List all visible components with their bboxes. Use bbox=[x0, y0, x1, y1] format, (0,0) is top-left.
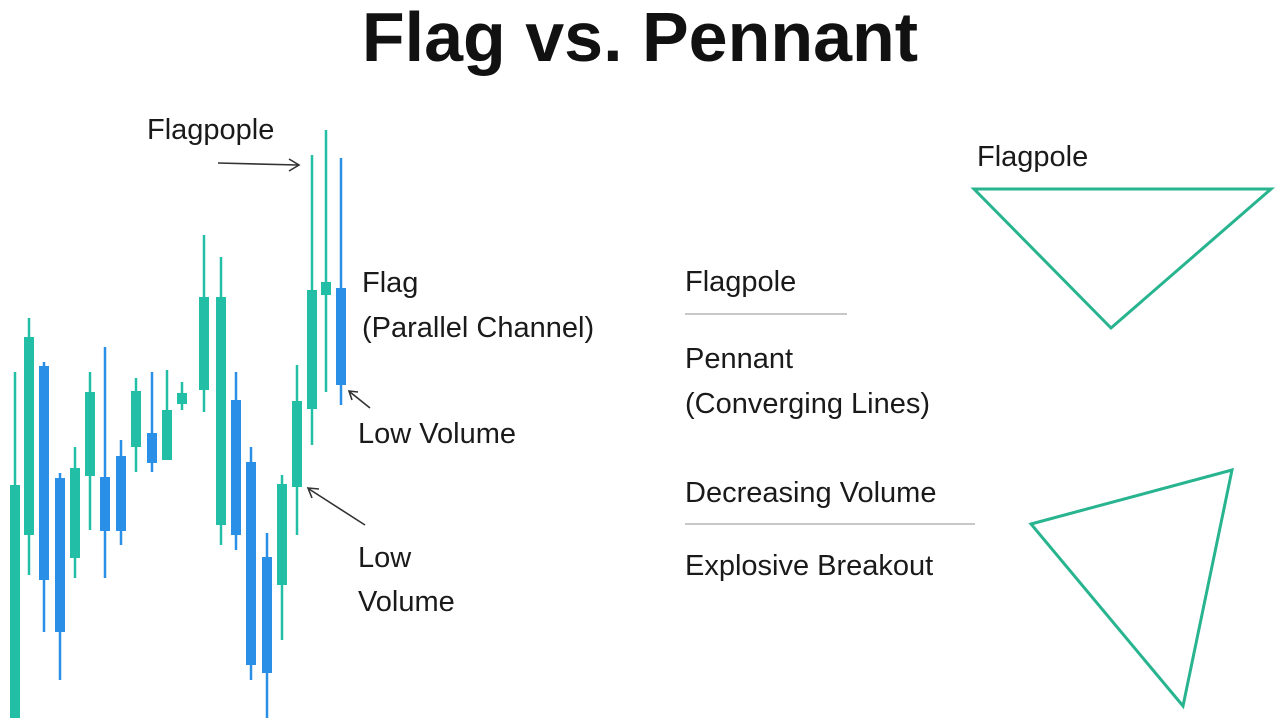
flag-label: Flag bbox=[362, 267, 419, 299]
candle-body-9 bbox=[131, 391, 141, 447]
flagpole-outline-triangle bbox=[970, 187, 1276, 331]
candles-group bbox=[10, 130, 346, 718]
candle-body-4 bbox=[55, 478, 65, 632]
divider-decreasing-volume bbox=[685, 523, 975, 525]
flagpople-arrowhead bbox=[288, 158, 301, 172]
pennant-outline-triangle bbox=[1028, 467, 1234, 710]
page-title: Flag vs. Pennant bbox=[361, 0, 919, 76]
divider-flagpole bbox=[685, 313, 847, 315]
decreasing-volume-label: Decreasing Volume bbox=[685, 477, 937, 509]
candle-body-15 bbox=[231, 400, 241, 535]
candle-body-16 bbox=[246, 462, 256, 665]
candle-body-11 bbox=[162, 410, 172, 460]
low-volume-bottom-arrowhead bbox=[306, 487, 320, 499]
candle-body-8 bbox=[116, 456, 126, 531]
candle-body-6 bbox=[85, 392, 95, 476]
candle-body-21 bbox=[321, 282, 331, 295]
middle-flagpole-label: Flagpole bbox=[685, 266, 797, 298]
low-volume-label-line1: Low bbox=[358, 542, 412, 574]
right-flagpole-label: Flagpole bbox=[977, 141, 1089, 173]
low-volume-bottom-arrow bbox=[308, 488, 366, 526]
low-volume-top-arrow bbox=[349, 391, 371, 409]
candle-body-10 bbox=[147, 433, 157, 463]
candle-body-5 bbox=[70, 468, 80, 558]
parallel-channel-label: (Parallel Channel) bbox=[362, 312, 595, 344]
candle-body-13 bbox=[199, 297, 209, 390]
annotation-arrows bbox=[217, 158, 371, 526]
flagpople-label: Flagpople bbox=[147, 114, 275, 146]
low-volume-top-arrowhead bbox=[347, 390, 359, 401]
flagpople-arrow bbox=[217, 162, 299, 166]
candle-body-2 bbox=[24, 337, 34, 535]
pennant-label: Pennant bbox=[685, 343, 794, 375]
candle-body-1 bbox=[10, 485, 20, 718]
candle-body-20 bbox=[307, 290, 317, 409]
candle-body-3 bbox=[39, 366, 49, 580]
explosive-breakout-label: Explosive Breakout bbox=[685, 550, 934, 582]
candle-body-7 bbox=[100, 477, 110, 531]
candle-body-22 bbox=[336, 288, 346, 385]
low-volume-label-line2: Volume bbox=[358, 586, 455, 618]
candle-body-18 bbox=[277, 484, 287, 585]
candle-body-17 bbox=[262, 557, 272, 673]
candle-body-12 bbox=[177, 393, 187, 404]
candle-body-14 bbox=[216, 297, 226, 525]
low-volume-top-label: Low Volume bbox=[358, 418, 516, 450]
converging-lines-label: (Converging Lines) bbox=[685, 388, 931, 420]
candle-body-19 bbox=[292, 401, 302, 487]
